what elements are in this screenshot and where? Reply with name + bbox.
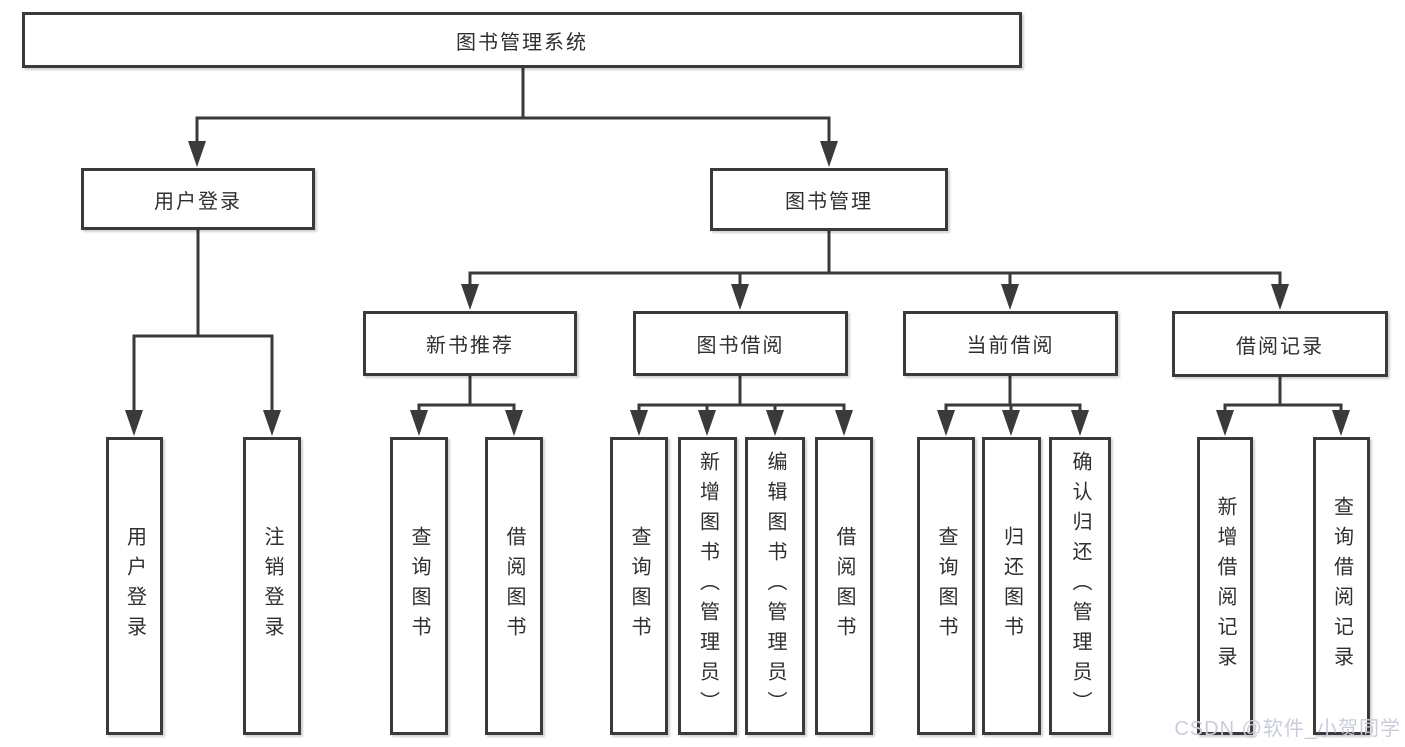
node-new-book-rec-label: 新书推荐 (426, 335, 514, 357)
arrow-down-icon (263, 410, 281, 436)
node-root-label: 图书管理系统 (456, 31, 588, 54)
node-bb-edit-books-admin-label: 编辑图书（管理员） (764, 451, 786, 721)
node-br-query-record-label: 查询借阅记录 (1330, 496, 1353, 676)
node-bb-edit-books-admin: 编辑图书（管理员） (745, 437, 805, 735)
node-bb-add-books-admin-label: 新增图书（管理员） (696, 451, 719, 721)
watermark: CSDN @软件_小贺同学 (1174, 718, 1401, 740)
node-book-borrow: 图书借阅 (633, 311, 848, 376)
node-current-borrow: 当前借阅 (903, 311, 1118, 376)
node-user-login: 用户登录 (81, 168, 315, 230)
node-book-mgmt: 图书管理 (710, 168, 948, 231)
node-br-add-record: 新增借阅记录 (1197, 437, 1253, 735)
node-nb-borrow-books: 借阅图书 (485, 437, 543, 735)
node-root: 图书管理系统 (22, 12, 1022, 68)
node-borrow-records: 借阅记录 (1172, 311, 1388, 377)
node-leaf-logout-label: 注销登录 (261, 526, 283, 646)
node-nb-borrow-books-label: 借阅图书 (503, 526, 525, 646)
node-cb-query-books-label: 查询图书 (935, 526, 957, 646)
node-leaf-user-login-label: 用户登录 (123, 526, 146, 646)
node-bb-borrow-books-label: 借阅图书 (833, 526, 855, 646)
node-borrow-records-label: 借阅记录 (1236, 335, 1324, 358)
arrow-down-icon (820, 141, 838, 167)
arrow-down-icon (410, 410, 428, 436)
node-br-add-record-label: 新增借阅记录 (1214, 496, 1236, 676)
arrow-down-icon (1216, 410, 1234, 436)
node-nb-query-books: 查询图书 (390, 437, 448, 735)
node-bb-query-books: 查询图书 (610, 437, 668, 735)
arrow-down-icon (630, 410, 648, 436)
node-book-borrow-label: 图书借阅 (696, 335, 785, 357)
node-br-query-record: 查询借阅记录 (1313, 437, 1370, 735)
node-book-mgmt-label: 图书管理 (785, 191, 873, 213)
arrowheads (125, 141, 1350, 436)
arrow-down-icon (698, 410, 716, 436)
node-cb-query-books: 查询图书 (917, 437, 975, 735)
node-leaf-user-login: 用户登录 (106, 437, 163, 735)
arrow-down-icon (1002, 410, 1020, 436)
node-new-book-rec: 新书推荐 (363, 311, 577, 376)
node-current-borrow-label: 当前借阅 (966, 335, 1055, 357)
arrow-down-icon (937, 410, 955, 436)
node-bb-borrow-books: 借阅图书 (815, 437, 873, 735)
node-bb-query-books-label: 查询图书 (628, 526, 650, 646)
node-nb-query-books-label: 查询图书 (408, 526, 430, 646)
node-leaf-logout: 注销登录 (243, 437, 301, 735)
node-user-login-label: 用户登录 (154, 190, 242, 213)
arrow-down-icon (731, 284, 749, 310)
arrow-down-icon (835, 410, 853, 436)
node-cb-confirm-return-admin: 确认归还（管理员） (1049, 437, 1111, 735)
arrow-down-icon (1271, 284, 1289, 310)
node-cb-return-books: 归还图书 (982, 437, 1041, 735)
arrow-down-icon (1071, 410, 1089, 436)
arrow-down-icon (188, 141, 206, 167)
node-cb-return-books-label: 归还图书 (1000, 526, 1023, 646)
arrow-down-icon (1001, 284, 1019, 310)
arrow-down-icon (766, 410, 784, 436)
arrow-down-icon (1332, 410, 1350, 436)
arrow-down-icon (125, 410, 143, 436)
node-bb-add-books-admin: 新增图书（管理员） (678, 437, 737, 735)
arrow-down-icon (505, 410, 523, 436)
arrow-down-icon (461, 284, 479, 310)
node-cb-confirm-return-admin-label: 确认归还（管理员） (1069, 451, 1091, 721)
